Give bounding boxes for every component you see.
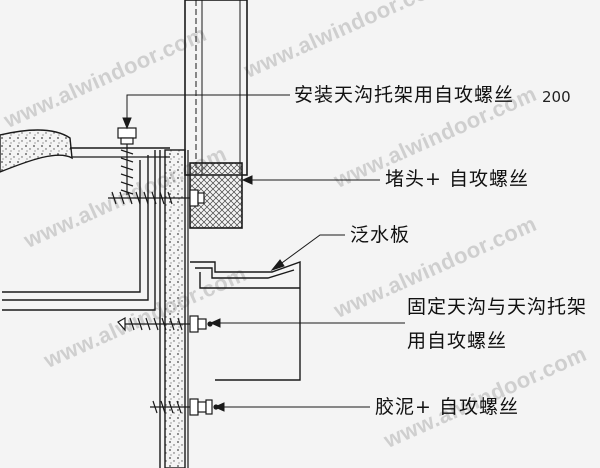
lower-wall-panel	[159, 149, 189, 468]
label-flashing: 泛水板	[350, 224, 411, 246]
label-sealant-screw: 胶泥+ 自攻螺丝	[375, 396, 519, 418]
fix-gutter-screw-icon	[117, 315, 213, 333]
bracket-screw-icon	[117, 127, 137, 195]
roof-panel	[0, 129, 170, 173]
label-fix-gutter-line1: 固定天沟与天沟托架	[407, 296, 588, 318]
label-plug-screw: 堵头+ 自攻螺丝	[385, 168, 529, 190]
upper-wall-panel	[184, 0, 248, 176]
label-fix-gutter-line2: 用自攻螺丝	[407, 330, 508, 352]
label-spacing-value: 200	[542, 88, 571, 106]
plug-screw-icon	[108, 189, 205, 207]
sealant-screw-icon	[150, 398, 219, 416]
gutter-bracket	[2, 150, 156, 311]
leader-lines	[122, 94, 405, 412]
flashing	[190, 261, 301, 381]
label-bracket-screw: 安装天沟托架用自攻螺丝	[294, 84, 515, 106]
